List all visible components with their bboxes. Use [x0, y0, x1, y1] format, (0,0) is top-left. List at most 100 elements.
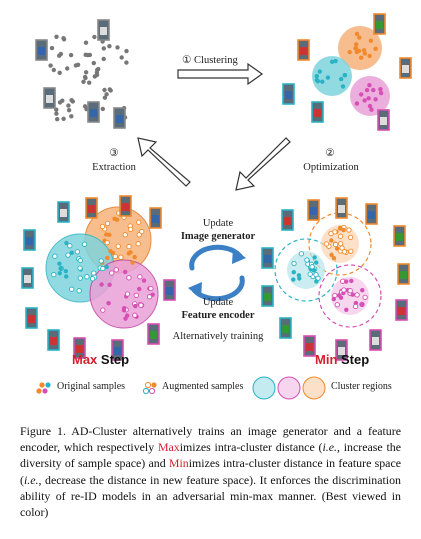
- sample-point: [353, 46, 358, 51]
- person-thumbnail: [163, 279, 176, 301]
- person-thumbnail: [377, 109, 390, 131]
- sample-point: [329, 238, 334, 243]
- figure-1: ① Clustering ② Optimization ③ Extraction…: [21, 13, 412, 400]
- sample-point: [344, 279, 349, 284]
- sample-point: [48, 63, 53, 68]
- sample-point: [113, 267, 119, 273]
- person-thumbnail: [399, 57, 412, 79]
- sample-point: [89, 276, 96, 282]
- sample-point: [338, 241, 344, 247]
- sample-point: [99, 282, 104, 287]
- sample-point: [320, 79, 325, 84]
- sample-point: [367, 83, 372, 88]
- person-thumbnail: [43, 87, 56, 109]
- sample-point: [121, 308, 127, 313]
- sample-point: [348, 248, 354, 254]
- sample-point: [122, 232, 128, 238]
- person-thumbnail: [307, 199, 320, 221]
- sample-point: [133, 303, 138, 309]
- sample-point: [102, 87, 107, 93]
- sample-point: [65, 252, 71, 258]
- sample-point: [69, 98, 74, 103]
- sample-point: [137, 274, 143, 280]
- min-step-clusters: [274, 212, 382, 328]
- sample-point: [106, 301, 111, 306]
- optimization-label: Optimization: [303, 162, 359, 173]
- sample-point: [304, 257, 310, 263]
- legend-original-label: Original samples: [57, 381, 126, 392]
- extraction-number: ③: [109, 148, 119, 159]
- clustered-samples: [312, 26, 390, 116]
- sample-point: [107, 87, 113, 92]
- sample-point: [83, 70, 89, 75]
- sample-point: [119, 55, 124, 60]
- sample-point: [130, 260, 135, 265]
- sample-point: [54, 34, 59, 39]
- sample-point: [354, 101, 360, 106]
- sample-point: [338, 295, 344, 300]
- sample-point: [57, 70, 62, 76]
- sample-point: [341, 227, 346, 233]
- sample-point: [96, 66, 101, 72]
- sample-point: [136, 219, 142, 225]
- sample-point: [124, 48, 129, 54]
- person-thumbnail: [335, 339, 348, 361]
- sample-point: [77, 257, 83, 264]
- sample-point: [314, 260, 319, 265]
- sample-point: [61, 36, 66, 41]
- sample-point: [150, 292, 155, 297]
- sample-point: [65, 66, 70, 71]
- sample-point: [81, 241, 88, 247]
- sample-point: [51, 67, 56, 73]
- sample-point: [314, 279, 319, 284]
- sample-point: [317, 69, 322, 74]
- sample-point: [333, 58, 338, 64]
- person-thumbnail: [261, 247, 274, 269]
- sample-point: [52, 253, 58, 259]
- sample-point: [342, 73, 348, 78]
- sample-point: [344, 307, 349, 312]
- sample-point: [138, 302, 144, 308]
- legend-augmented-label: Augmented samples: [162, 381, 244, 392]
- sample-point: [57, 100, 63, 105]
- sample-point: [69, 250, 75, 255]
- sample-point: [347, 234, 354, 241]
- sample-point: [341, 249, 348, 255]
- person-thumbnail: [119, 195, 132, 217]
- sample-point: [297, 276, 302, 281]
- sample-point: [347, 49, 352, 55]
- clustering-label: ① Clustering: [182, 55, 238, 66]
- sample-point: [367, 53, 372, 59]
- sample-point: [49, 45, 55, 51]
- sample-point: [85, 52, 90, 58]
- legend-regions-label: Cluster regions: [331, 381, 392, 392]
- sample-point: [334, 302, 340, 308]
- sample-point: [126, 275, 132, 281]
- sample-point: [148, 285, 154, 292]
- person-thumbnail: [297, 39, 310, 61]
- person-thumbnail: [97, 19, 110, 41]
- sample-point: [91, 270, 97, 276]
- sample-point: [339, 76, 344, 82]
- figure-caption: Figure 1. AD-Cluster alternatively train…: [20, 424, 401, 520]
- sample-point: [354, 292, 360, 298]
- sample-point: [352, 303, 359, 310]
- sample-point: [378, 87, 383, 92]
- sample-point: [323, 241, 330, 247]
- sample-point: [105, 255, 110, 261]
- sample-point: [369, 107, 374, 112]
- person-thumbnail: [282, 83, 295, 105]
- sample-point: [360, 302, 365, 307]
- sample-point: [107, 282, 112, 287]
- sample-point: [357, 35, 362, 40]
- extraction-arrow: [137, 137, 191, 187]
- sample-point: [315, 79, 321, 84]
- sample-point: [354, 42, 359, 47]
- sample-point: [101, 46, 107, 51]
- sample-point: [141, 278, 147, 283]
- sample-point: [350, 292, 355, 297]
- sample-point: [364, 87, 370, 93]
- sample-point: [354, 31, 360, 37]
- sample-point: [314, 73, 319, 79]
- sample-point: [296, 273, 302, 278]
